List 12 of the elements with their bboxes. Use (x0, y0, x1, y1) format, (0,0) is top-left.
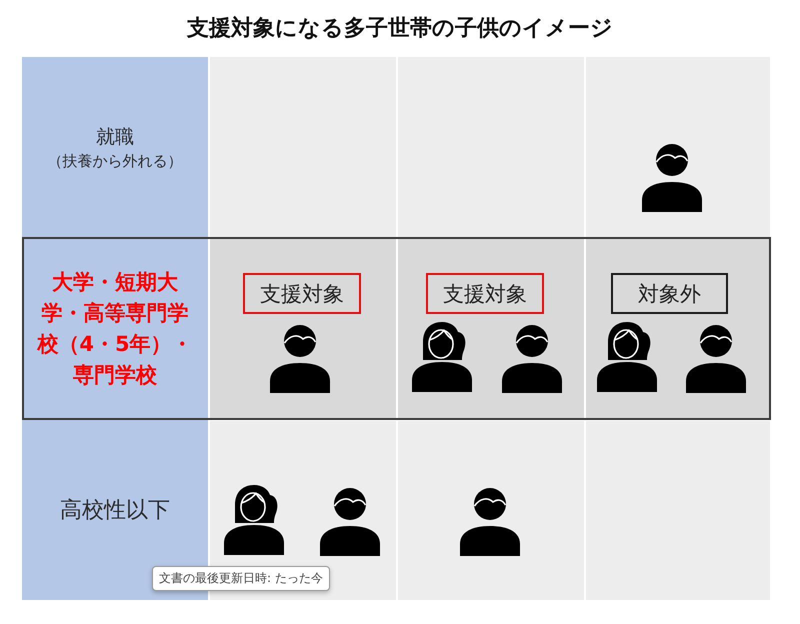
row-header-cell (22, 57, 208, 238)
status-tag: 対象外 (611, 273, 728, 314)
status-tag: 支援対象 (243, 273, 361, 314)
diagram-title: 支援対象になる多子世帯の子供のイメージ (186, 14, 614, 43)
status-tag: 支援対象 (426, 273, 544, 314)
row-sublabel: （扶養から外れる） (48, 152, 182, 171)
row-header-cell (22, 238, 208, 420)
row-label: 大学・短期大学・高等専門学校（4・5年）・専門学校 (36, 269, 194, 389)
row-header-cell (22, 420, 208, 600)
row-label: 就職 (96, 125, 134, 150)
row-label: 高校性以下 (60, 497, 170, 525)
tooltip: 文書の最後更新日時: たった今 (152, 566, 330, 591)
